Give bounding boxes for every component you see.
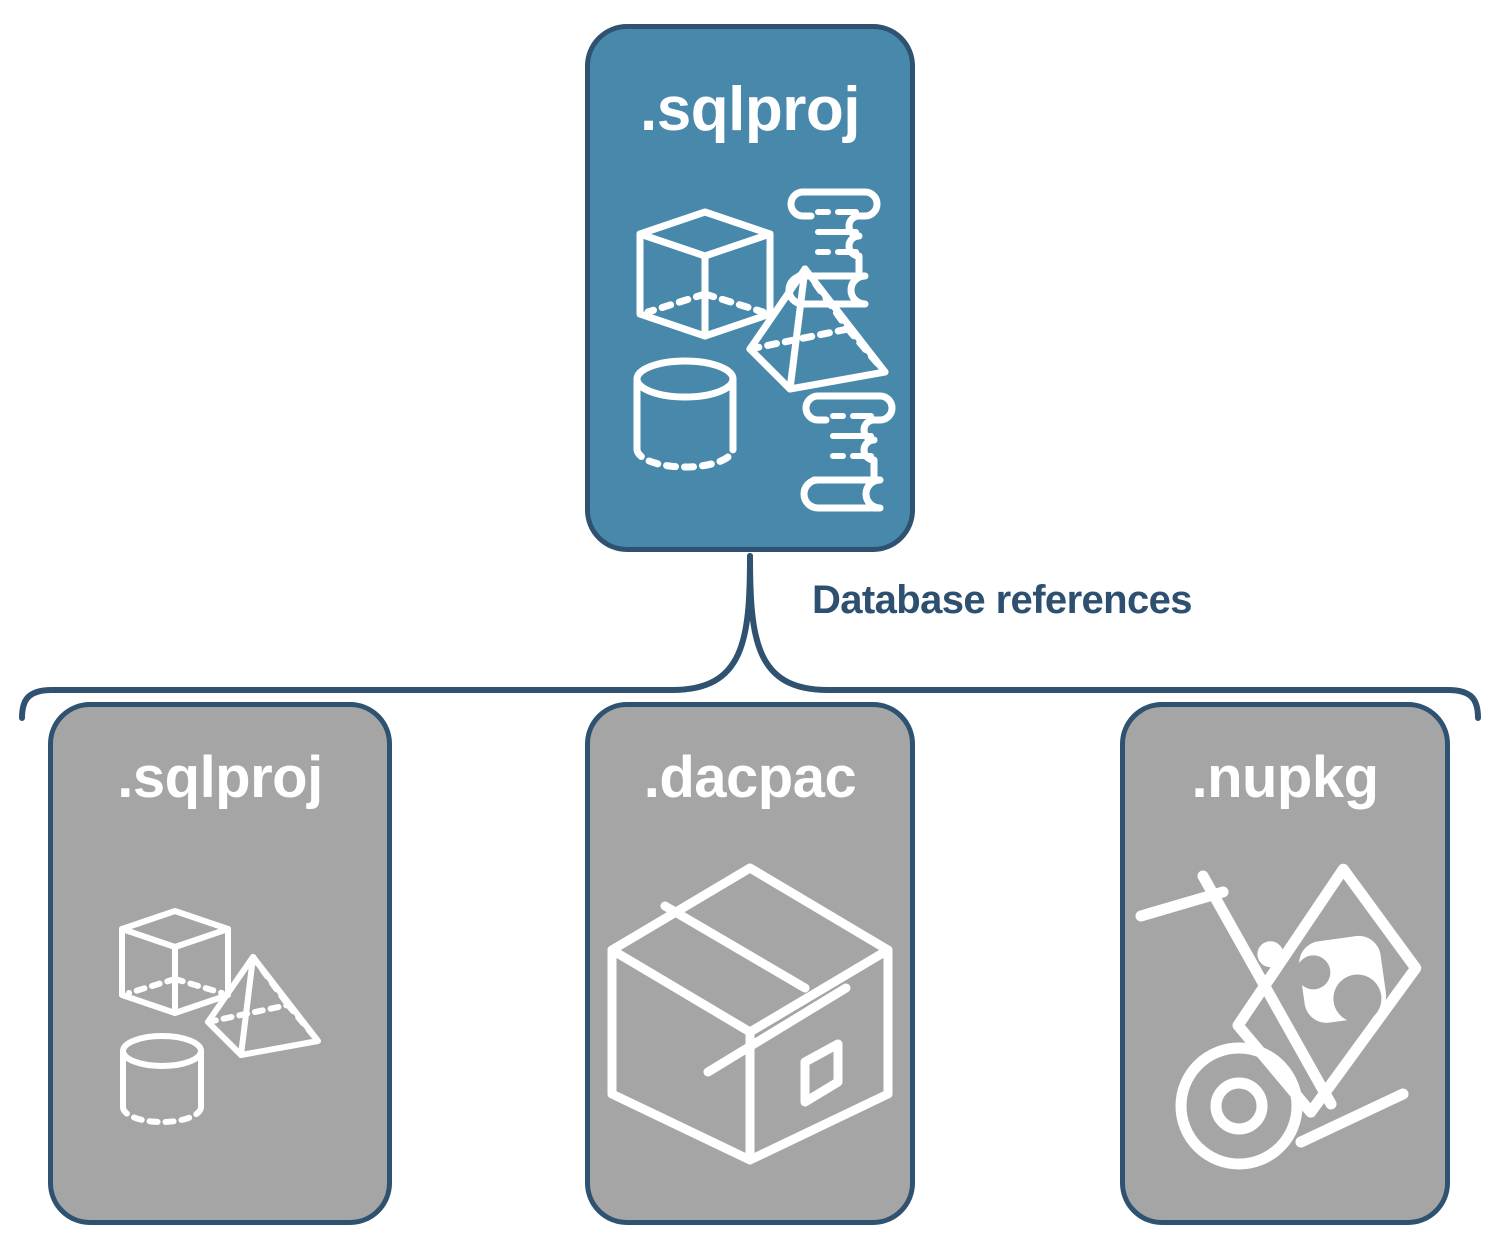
reference-node-artwork <box>53 807 387 1220</box>
shipping-box-icon <box>607 863 893 1164</box>
reference-node-sqlproj[interactable]: .sqlproj <box>48 702 392 1225</box>
reference-node-nupkg[interactable]: .nupkg <box>1120 702 1450 1225</box>
database-objects-illustration <box>633 188 896 512</box>
pyramid-wireframe-icon <box>746 265 889 393</box>
cube-wireframe-icon <box>119 907 231 1016</box>
source-node-artwork <box>590 141 910 547</box>
source-node-label: .sqlproj <box>640 75 860 144</box>
reference-node-dacpac[interactable]: .dacpac <box>585 702 915 1225</box>
reference-node-label: .sqlproj <box>117 745 323 810</box>
reference-node-artwork <box>590 807 910 1220</box>
database-objects-illustration <box>119 907 321 1125</box>
reference-node-label: .dacpac <box>643 745 857 810</box>
reference-node-artwork <box>1125 807 1445 1220</box>
shipping-box-illustration <box>607 863 893 1164</box>
cylinder-wireframe-icon <box>633 357 737 471</box>
hand-truck-illustration <box>1135 863 1422 1169</box>
scroll-icon <box>800 392 896 512</box>
nuget-package-icon <box>1232 863 1422 1118</box>
connector-label: Database references <box>812 578 1193 622</box>
reference-node-label: .nupkg <box>1191 745 1379 810</box>
cylinder-wireframe-icon <box>120 1032 204 1125</box>
source-node-sqlproj[interactable]: .sqlproj <box>585 24 915 552</box>
cube-wireframe-icon <box>636 208 774 340</box>
pyramid-wireframe-icon <box>205 953 321 1058</box>
